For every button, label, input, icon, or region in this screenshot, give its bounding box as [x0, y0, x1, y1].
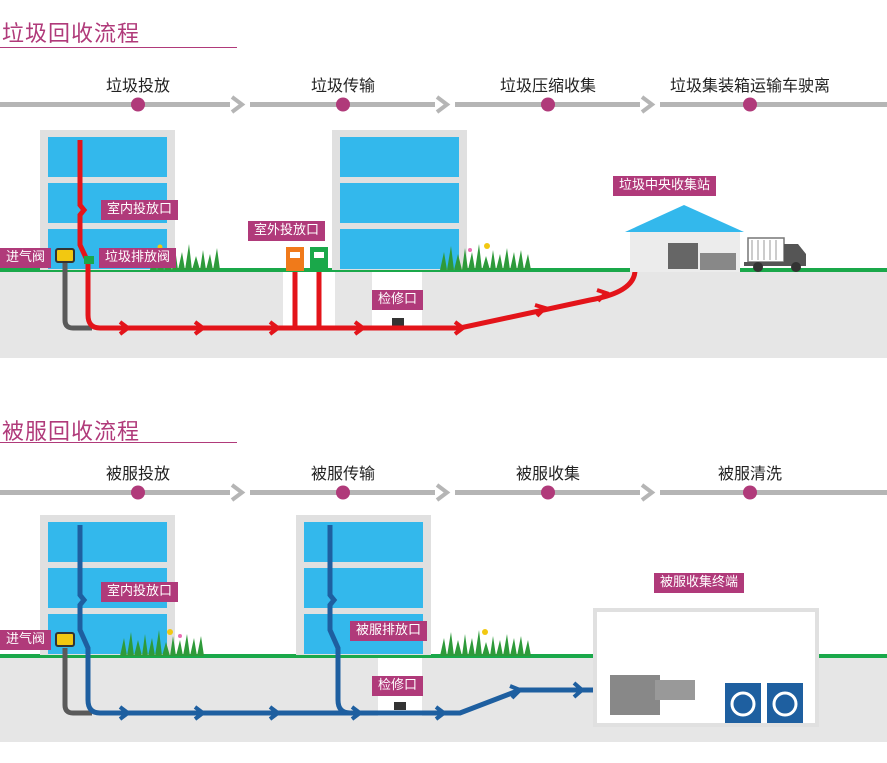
- orange-bin-icon: [286, 247, 304, 271]
- step-3-label: 垃圾压缩收集: [499, 76, 597, 95]
- air-valve-icon: [55, 248, 75, 263]
- collection-station-label: 垃圾中央收集站: [613, 176, 717, 196]
- linen-diagram: [0, 483, 887, 742]
- step-dot: [541, 97, 555, 112]
- timeline-chevron-icon: [230, 483, 246, 502]
- linen-terminal: [593, 608, 819, 727]
- outdoor-inlet-label: 室外投放口: [248, 221, 326, 241]
- discharge-valve-label: 垃圾排放阀: [99, 248, 177, 268]
- green-bin-icon: [310, 247, 328, 271]
- inspection-port-label: 检修口: [372, 676, 424, 696]
- collector-machine-icon: [610, 675, 660, 715]
- terminal-label: 被服收集终端: [654, 573, 745, 593]
- flow-arrows: [118, 681, 586, 721]
- step-2-label: 垃圾传输: [310, 76, 376, 95]
- timeline-chevron-icon: [435, 95, 451, 114]
- building-2: [332, 130, 467, 270]
- air-inlet-label: 进气阀: [0, 248, 52, 268]
- washer-icon: [767, 683, 803, 723]
- container-icon: [700, 253, 736, 270]
- step-3-label: 被服收集: [515, 464, 581, 483]
- ground-area: [0, 270, 887, 358]
- linen-section-title: 被服回收流程: [2, 420, 141, 445]
- air-valve-icon: [55, 632, 75, 647]
- grass-decoration: [120, 629, 531, 656]
- discharge-valve-icon: [84, 256, 94, 264]
- garbage-section: 垃圾回收流程: [0, 0, 887, 380]
- linen-timeline: [0, 483, 887, 502]
- air-inlet-label: 进气阀: [0, 630, 52, 650]
- compactor-icon: [668, 243, 698, 269]
- step-2-label: 被服传输: [310, 464, 376, 483]
- collection-station: [625, 205, 744, 272]
- inspection-port-label: 检修口: [372, 290, 424, 310]
- step-1-label: 被服投放: [105, 464, 171, 483]
- discharge-valve-label: 被服排放口: [350, 621, 428, 641]
- linen-pipe: [77, 525, 610, 716]
- step-dot: [743, 97, 757, 112]
- step-dot: [336, 97, 350, 112]
- inspection-hatch: [394, 702, 406, 710]
- washer-icon: [725, 683, 761, 723]
- timeline-chevron-icon: [435, 483, 451, 502]
- timeline-chevron-icon: [640, 95, 656, 114]
- step-1-label: 垃圾投放: [105, 76, 171, 95]
- garbage-diagram: [0, 95, 887, 358]
- step-dot: [336, 485, 350, 500]
- step-dot: [131, 485, 145, 500]
- truck-icon: [744, 237, 806, 272]
- timeline-chevron-icon: [640, 483, 656, 502]
- outdoor-inlet-group: [283, 247, 335, 327]
- air-pipe: [62, 262, 92, 331]
- timeline-chevron-icon: [230, 95, 246, 114]
- air-pipe: [62, 648, 92, 716]
- step-4-label: 垃圾集装箱运输车驶离: [669, 76, 831, 95]
- garbage-timeline: [0, 95, 887, 114]
- step-dot: [743, 485, 757, 500]
- garbage-title-underline: [0, 47, 237, 48]
- step-4-label: 被服清洗: [717, 464, 783, 483]
- garbage-section-title: 垃圾回收流程: [2, 22, 141, 47]
- indoor-inlet-label: 室内投放口: [101, 200, 179, 220]
- step-dot: [541, 485, 555, 500]
- linen-section: 被服回收流程: [0, 380, 887, 763]
- linen-title-underline: [0, 442, 237, 443]
- step-dot: [131, 97, 145, 112]
- inspection-hatch: [392, 318, 404, 326]
- indoor-inlet-label: 室内投放口: [101, 582, 179, 602]
